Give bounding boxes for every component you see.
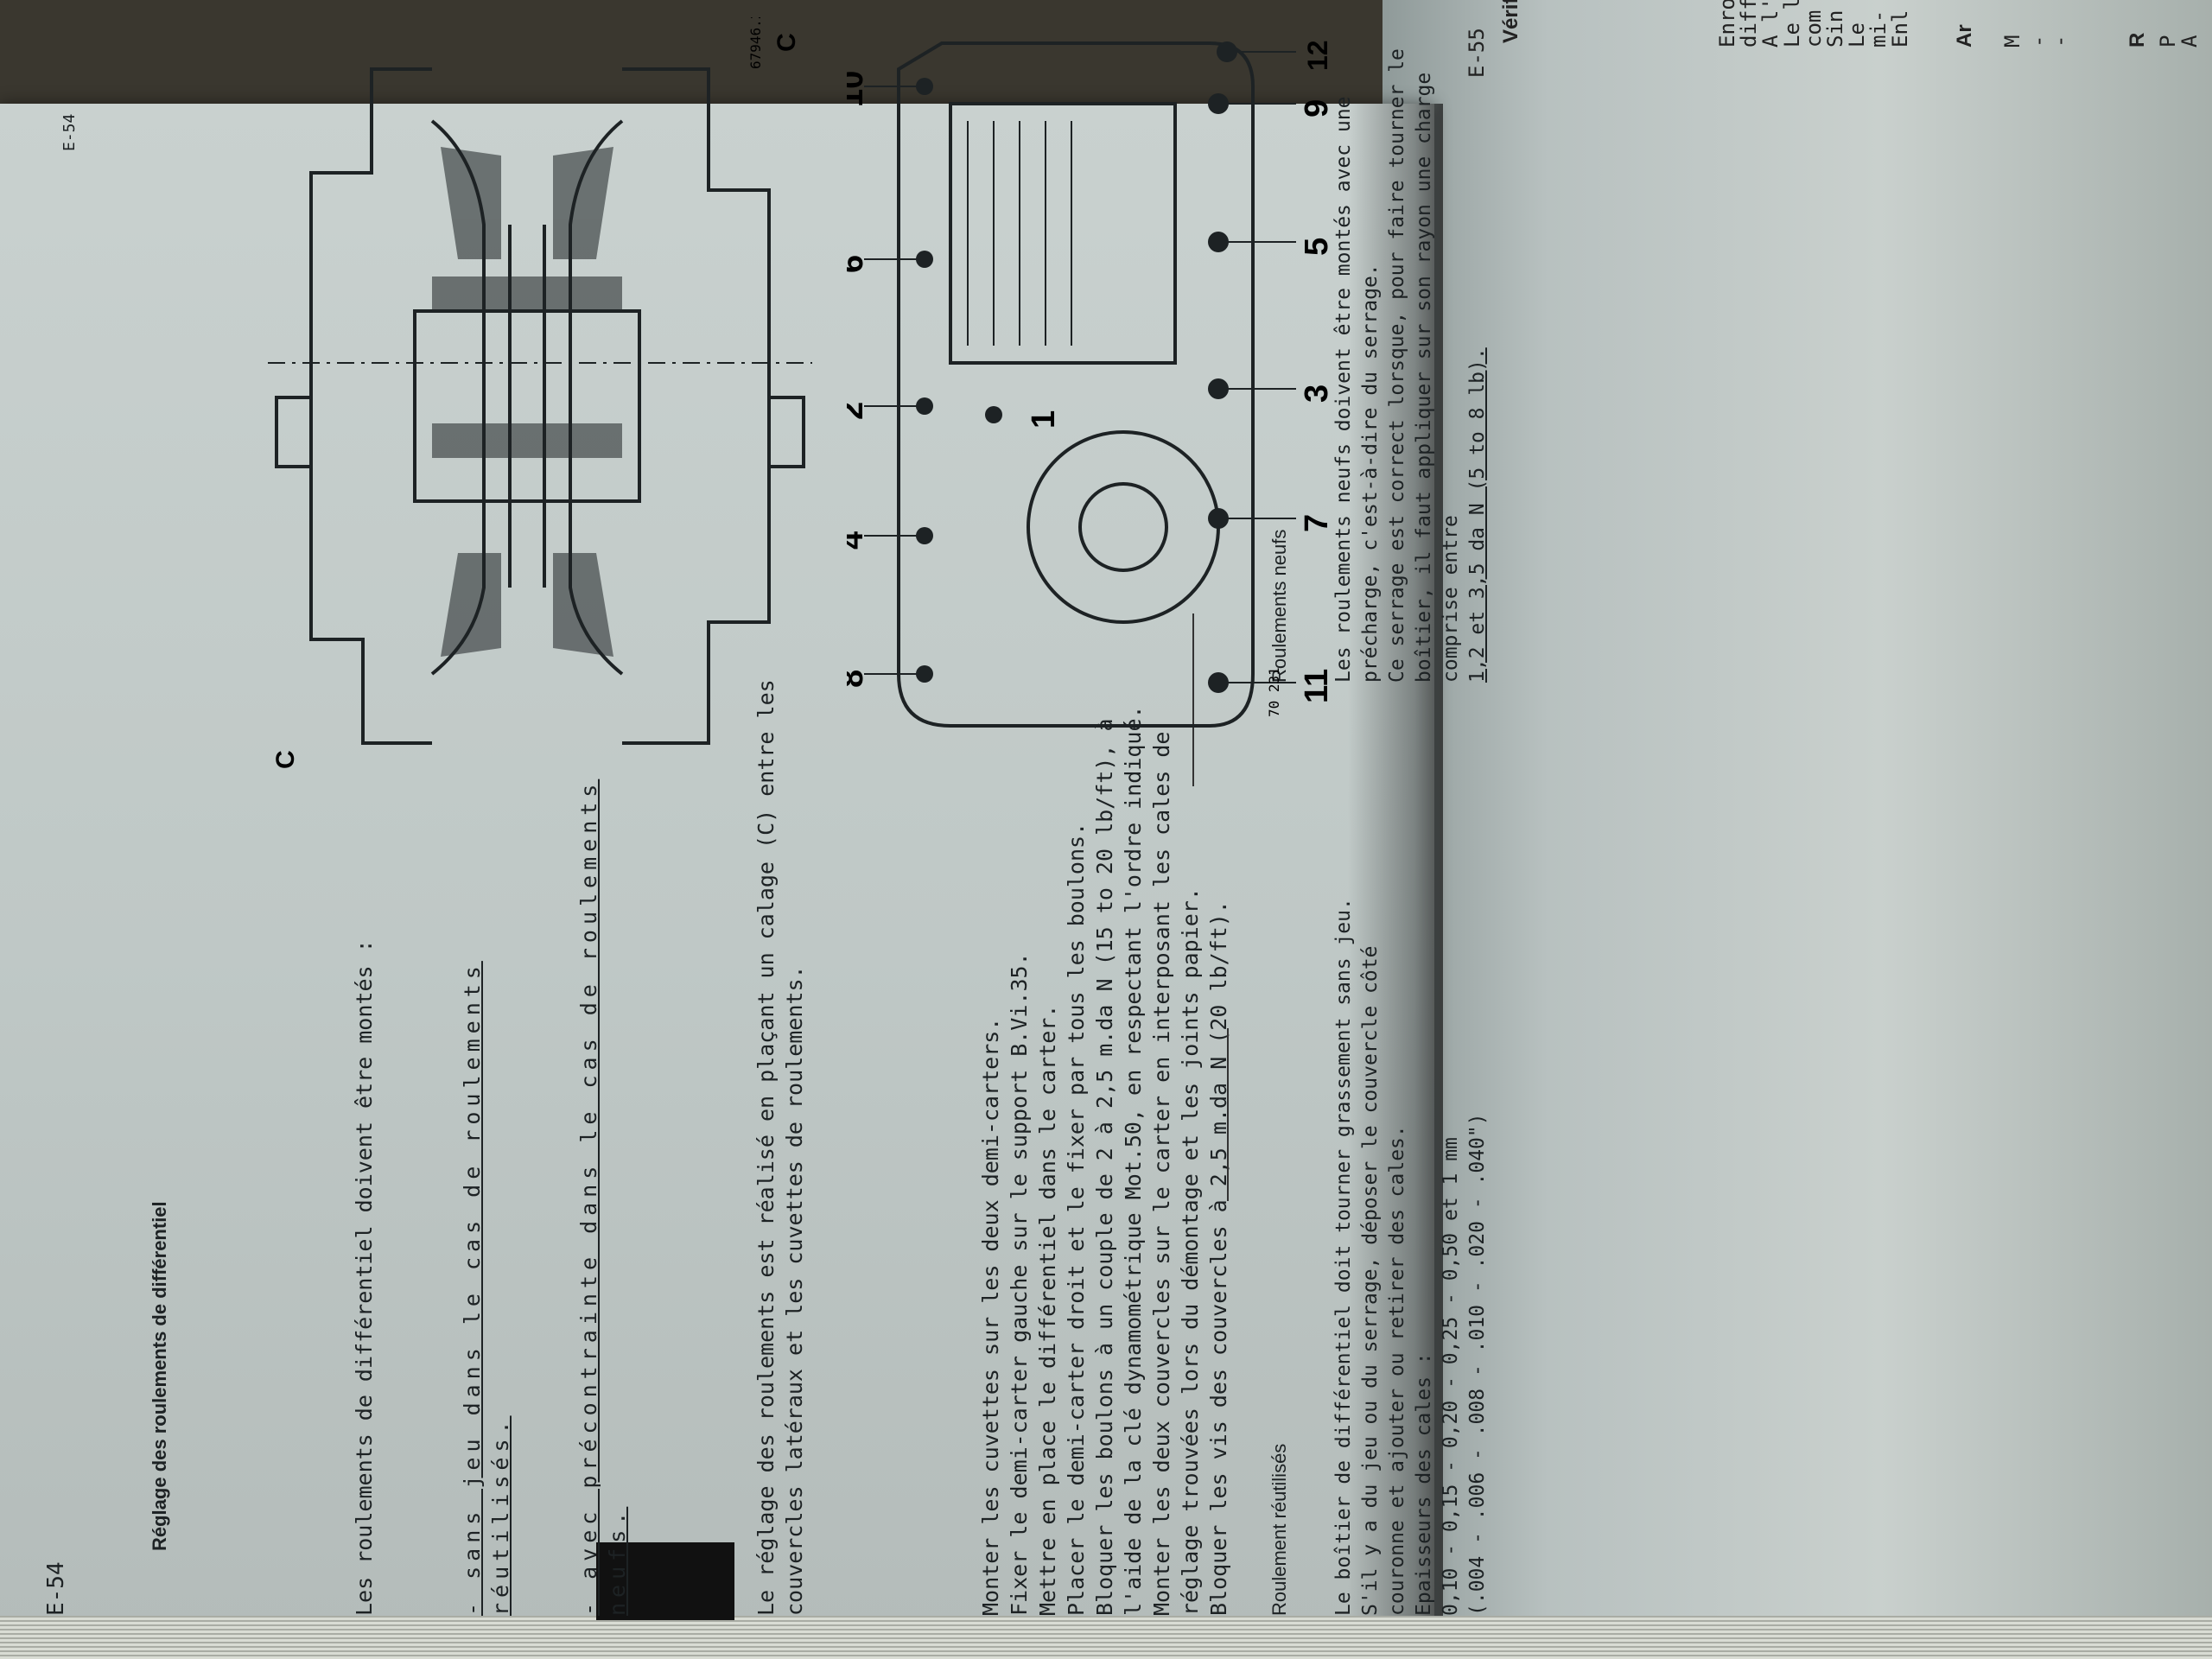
bullet-reused: - sans jeu dans le cas de roulements réu… [460,961,513,1616]
new-line: 1,2 et 3,5 da N (5 to 8 lb). [1466,347,1489,683]
manual-page [0,104,1434,1642]
label-c-right: C [772,33,801,52]
next-page-fragment: Le [1845,22,1869,48]
page-gutter-shadow [1348,104,1443,1642]
next-page-fragment: - [2026,35,2050,48]
new-line: Ce serrage est correct lorsque, pour fai… [1386,48,1462,683]
bolt-number: 12 [1302,40,1331,71]
adjustment-paragraph: Le réglage des roulements est réalisé en… [753,679,807,1616]
page-edges [0,1616,2212,1659]
bolt-number: 5 [1299,238,1331,256]
procedure-step: Bloquer les vis des couvercles à 2,5 m.d… [1206,900,1231,1616]
bolt-number: 1 [1026,410,1062,429]
diagram-ref: 70 231 [1266,667,1282,717]
bolt-number: 4 [847,531,870,550]
bolt-number: 3 [1299,385,1331,403]
next-page-fragment: M [2000,35,2024,48]
bolt-number: 10 [847,71,870,107]
next-page-fragment: A [2177,35,2202,48]
reused-line: Le boîtier de différentiel doit tourner … [1332,898,1355,1616]
section-divider [1227,1028,1229,1201]
procedure-step: Bloquer les boulons à un couple de 2 à 2… [1092,705,1146,1616]
reused-heading: Roulement réutilisés [1268,1443,1290,1616]
bolt-number: 8 [847,670,870,688]
diagram-ref: 67946.2 [747,17,764,69]
differential-cross-section-diagram: 67946.2 C C [268,17,812,769]
next-page-fragment: com [1802,10,1826,48]
reused-line: Epaisseurs des cales : [1413,1352,1435,1616]
next-page-fragment: A l' [1758,0,1783,48]
bolt-number: 9 [1299,99,1331,118]
procedure-step: Placer le demi-carter droit et le fixer … [1064,822,1089,1616]
next-page-fragment: diffé [1737,0,1761,48]
black-index-tab [596,1542,734,1620]
bolt-number: 7 [1299,514,1331,532]
bullet-new: - avec précontrainte dans le cas de roul… [576,779,630,1616]
next-page-fragment: Enl [1888,10,1912,48]
reused-line: S'il y a du jeu ou du serrage, déposer l… [1359,945,1408,1616]
next-page-fragment: Sin [1823,10,1847,48]
procedure-step: Monter les cuvettes sur les deux demi-ca… [978,1017,1003,1616]
procedure-list: Monter les cuvettes sur les deux demi-ca… [976,674,1233,1616]
page-number: E-54 [43,1561,69,1616]
next-page-fragment: Enro [1715,0,1739,48]
reused-text: Le boîtier de différentiel doit tourner … [1331,855,1491,1616]
next-page-fragment: R [2126,32,2149,48]
new-line: Les roulements neufs doivent être montés… [1332,96,1382,683]
next-page-fragment: P [2156,35,2180,48]
next-page-fragment: Le l [1780,0,1804,48]
page-content: E-54 Réglage des roulements de différent… [43,17,1489,1616]
next-page: E-55 Vérifi Enro diffé A l' Le l com Sin… [1382,0,2212,1659]
corner-page-mark: E-54 [60,113,79,151]
next-page-fragment: Ar [1953,24,1976,48]
next-page-fragment: mi- [1866,10,1891,48]
reused-line: (.004 - .006 - .008 - .010 - .020 - .040… [1466,1113,1489,1616]
next-page-heading: Vérifi [1499,0,1522,43]
bolt-number: 2 [847,402,870,420]
procedure-step: Mettre en place le différentiel dans le … [1035,1004,1060,1616]
reused-line: 0,10 - 0,15 - 0,20 - 0,25 - 0,50 et 1 mm [1440,1137,1462,1616]
bolt-number: 11 [1299,669,1331,703]
next-page-fragment: - [2048,35,2072,48]
bolt-number: 6 [847,255,870,273]
section-heading: Réglage des roulements de différentiel [149,1201,170,1551]
new-text: Les roulements neufs doivent être montés… [1331,26,1491,683]
procedure-step: Fixer le demi-carter gauche sur le suppo… [1007,952,1032,1616]
label-c-left: C [271,750,300,769]
procedure-step: Monter les deux couvercles sur le carter… [1149,731,1203,1617]
intro-paragraph: Les roulements de différentiel doivent ê… [352,939,377,1616]
casing-bolt-order-diagram: 8 4 2 6 10 1 11 7 3 5 9 12 70 231 [847,40,1331,728]
